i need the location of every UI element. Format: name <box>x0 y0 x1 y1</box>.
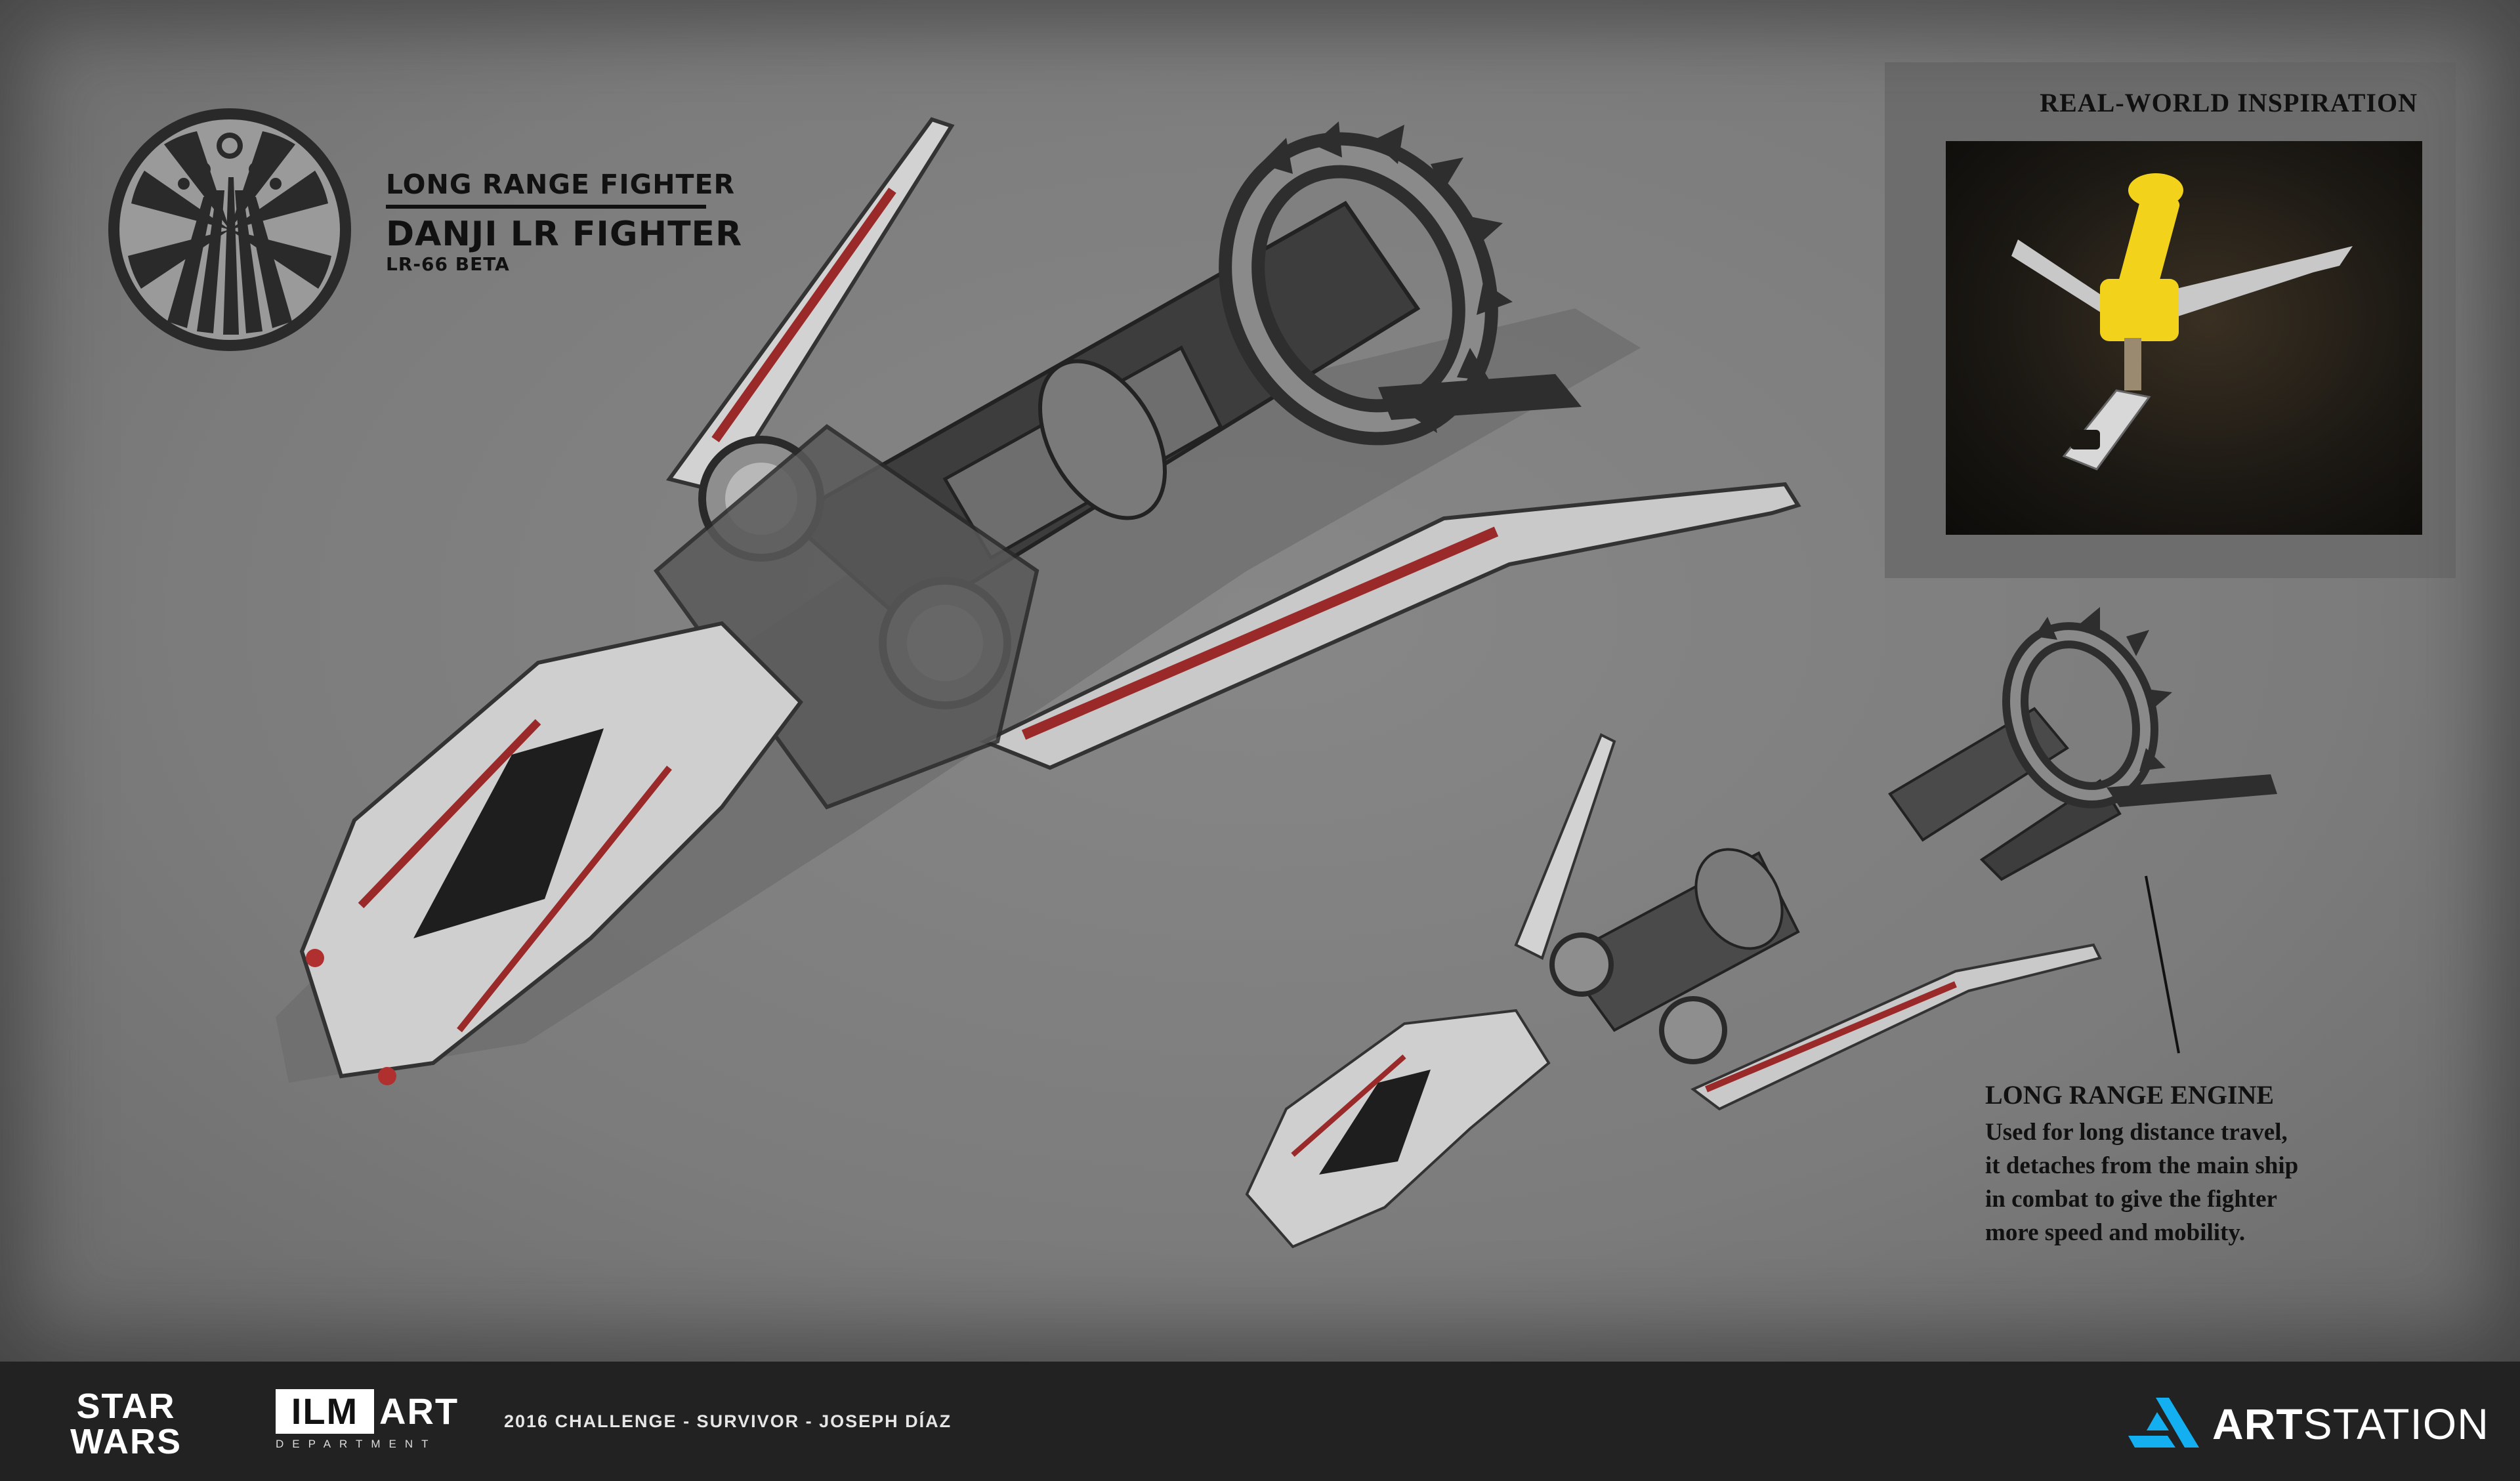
lower-wing <box>979 482 1801 770</box>
inspiration-heading: REAL-WORLD INSPIRATION <box>2040 88 2418 117</box>
cockpit-canopy <box>413 728 604 938</box>
engine-callout-heading: LONG RANGE ENGINE <box>1985 1080 2275 1110</box>
department-label: DEPARTMENT <box>276 1438 437 1450</box>
saw-ring-engine <box>1219 121 1582 446</box>
artstation-icon <box>2128 1398 2199 1448</box>
secondary-ship-illustration <box>1245 733 2102 1249</box>
engine-callout-line: Used for long distance travel, <box>1985 1119 2288 1146</box>
title-block: LONG RANGE FIGHTER DANJI LR FIGHTER LR-6… <box>386 169 743 276</box>
concept-canvas: LONG RANGE FIGHTER DANJI LR FIGHTER LR-6… <box>0 0 2520 1362</box>
engine-callout-line: in combat to give the fighter <box>1985 1186 2277 1213</box>
upper-fin-stripe <box>711 187 896 443</box>
inspiration-panel: REAL-WORLD INSPIRATION <box>1885 62 2456 578</box>
artstation-wordmark-bold: ART <box>2212 1400 2303 1448</box>
title-divider <box>386 205 706 209</box>
ship-subtitle: LONG RANGE FIGHTER <box>386 169 736 200</box>
ship-title: DANJI LR FIGHTER <box>386 215 743 254</box>
ship-model: LR-66 BETA <box>386 253 510 275</box>
engine-callout-line: it detaches from the main ship <box>1985 1152 2299 1179</box>
art-logo-mark: ART <box>379 1390 459 1432</box>
ilm-logo-mark: ILM <box>276 1389 374 1434</box>
faction-emblem-icon <box>108 108 351 351</box>
star-wars-logo: STAR WARS <box>70 1388 182 1457</box>
star-wars-logo-line1: STAR <box>77 1388 176 1426</box>
engine-callout-description: Used for long distance travel, it detach… <box>1985 1116 2353 1249</box>
engine-callout-line: more speed and mobility. <box>1985 1219 2246 1246</box>
corkscrew-photo-icon <box>2011 173 2353 470</box>
challenge-credit: 2016 CHALLENGE - SURVIVOR - JOSEPH DÍAZ <box>504 1411 952 1431</box>
footer-bar: STAR WARS ILM ART DEPARTMENT 2016 CHALLE… <box>0 1362 2520 1481</box>
lower-wing-stripe <box>1021 526 1499 740</box>
callout-leader-line <box>2145 875 2180 1054</box>
main-ship-illustration <box>276 117 1801 1085</box>
inspiration-photo <box>1946 141 2422 535</box>
artstation-wordmark-regular: STATION <box>2303 1400 2489 1448</box>
star-wars-logo-line2: WARS <box>70 1422 182 1457</box>
artstation-wordmark: ARTSTATION <box>2212 1398 2489 1450</box>
detached-engine-illustration <box>1888 607 2277 881</box>
ilm-art-department-logo: ILM ART DEPARTMENT <box>276 1389 459 1455</box>
artstation-logo: ARTSTATION <box>2128 1398 2488 1450</box>
